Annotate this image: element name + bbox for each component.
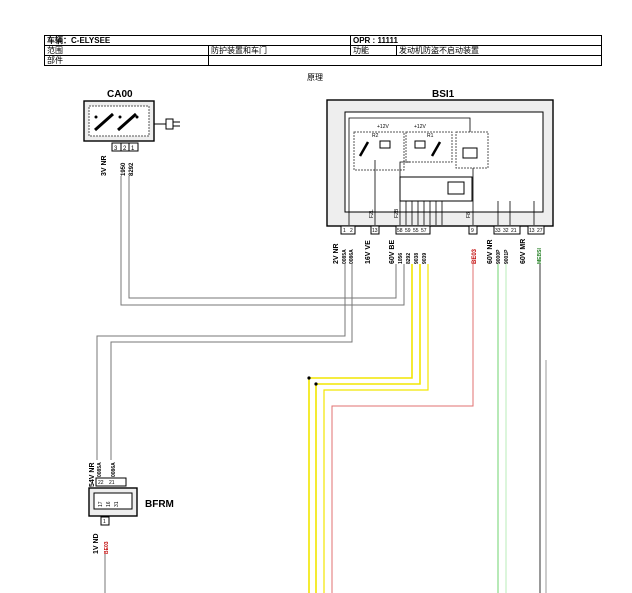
- pin-label: 21: [109, 480, 115, 486]
- bsi1-internal-f8: F8: [466, 212, 472, 218]
- ca00-title: CA00: [107, 89, 133, 100]
- pin-label: 57: [421, 228, 427, 234]
- bsi1-internal-f2b: F2B: [394, 208, 400, 218]
- wires: [96, 176, 547, 593]
- pin-label: 13: [529, 228, 535, 234]
- bsi1-r1-label: R1: [427, 133, 434, 139]
- bsi1-v1-label: +12V: [377, 124, 389, 130]
- bsi1-internal-f2l: F2L: [369, 209, 375, 218]
- wire-label: 9001P: [504, 249, 510, 264]
- connector-label: 2V NR: [333, 243, 340, 264]
- bsi1-component: R2 R1 +12V +12V F2L F2B F8: [326, 99, 554, 227]
- pin-label: 21: [511, 228, 517, 234]
- connector-label: 1V ND: [93, 533, 100, 554]
- bfrm-title: BFRM: [145, 499, 174, 510]
- pin-label: 55: [413, 228, 419, 234]
- bfrm-connector-54vnr: 22 21 54V NR 0085A 0086A: [89, 462, 127, 487]
- ca00-wire-1950: 1950: [121, 162, 127, 176]
- bsi1-r2-label: R2: [372, 133, 379, 139]
- pin-label: 13: [372, 228, 378, 234]
- ca00-wire-8292: 8292: [129, 162, 135, 176]
- pin-label: 27: [537, 228, 543, 234]
- bfrm-component: 17 16 31: [88, 487, 138, 517]
- ca00-pin-2: 2: [123, 146, 127, 152]
- ca00-pin-1: 1: [131, 146, 135, 152]
- bsi1-title: BSI1: [432, 89, 455, 100]
- wire-label: MEBSI: [537, 248, 543, 264]
- pin-label: 32: [503, 228, 509, 234]
- wire-label: 9000P: [496, 249, 502, 264]
- pin-label: 22: [98, 480, 104, 486]
- bsi1-connector-2vnr: 1 2 2V NR 0085A 0086A: [333, 225, 356, 264]
- bfrm-connector-1vnd: 1 1V ND BE03: [93, 516, 110, 554]
- junction-dot: [307, 376, 311, 380]
- ca00-connector-label: 3V NR: [101, 155, 108, 176]
- wire-label: BE03: [104, 541, 110, 554]
- connector-label: 60V BE: [389, 240, 396, 264]
- part-value: [208, 55, 602, 66]
- bfrm-internal-label: 31: [114, 501, 120, 507]
- bsi1-connector-be03: 9 BE03: [468, 225, 478, 264]
- bsi1-connector-60vnr: 33 32 21 60V NR 9000P 9001P: [487, 225, 521, 264]
- connector-label: 60V MR: [520, 239, 527, 264]
- pin-label: 33: [495, 228, 501, 234]
- bsi1-connector-60vbe: 58 59 55 57 60V BE 1056 8292 9038 9039: [389, 225, 431, 264]
- ca00-component: [83, 100, 180, 142]
- connector-label: 16V VE: [365, 240, 372, 264]
- wire-label: 0085A: [342, 249, 348, 264]
- wire-label: 1056: [398, 253, 404, 264]
- bsi1-v2-label: +12V: [414, 124, 426, 130]
- pin-label: 1: [103, 519, 106, 525]
- wire-label: 0086A: [349, 249, 355, 264]
- junction-dot: [314, 382, 318, 386]
- pin-label: 58: [397, 228, 403, 234]
- wire-label: 9038: [414, 253, 420, 264]
- wire-label: 8292: [406, 253, 412, 264]
- bsi1-connector-60vmr: 13 27 60V MR MEBSI: [520, 225, 545, 264]
- connector-label: BE03: [472, 248, 478, 264]
- pin-label: 59: [405, 228, 411, 234]
- connector-label: 54V NR: [89, 462, 96, 487]
- wire-label: 9039: [422, 253, 428, 264]
- bfrm-internal-label: 16: [106, 501, 112, 507]
- header-table: 车辆：C-ELYSEE OPR : 11111 范围 防护装置和车门 功能 发动…: [44, 35, 602, 66]
- bfrm-internal-label: 17: [98, 501, 104, 507]
- pin-label: 2: [350, 228, 353, 234]
- ca00-connector: 3 2 1 3V NR 1950 8292: [101, 142, 139, 176]
- wire-label: 0086A: [111, 462, 117, 477]
- section-title: 原理: [307, 73, 323, 82]
- wire-label: 0085A: [97, 462, 103, 477]
- pin-label: 9: [471, 228, 474, 234]
- connector-label: 60V NR: [487, 239, 494, 264]
- ca00-pin-3: 3: [114, 146, 118, 152]
- pin-label: 1: [343, 228, 346, 234]
- bsi1-connector-16vve: 13 16V VE: [365, 225, 380, 264]
